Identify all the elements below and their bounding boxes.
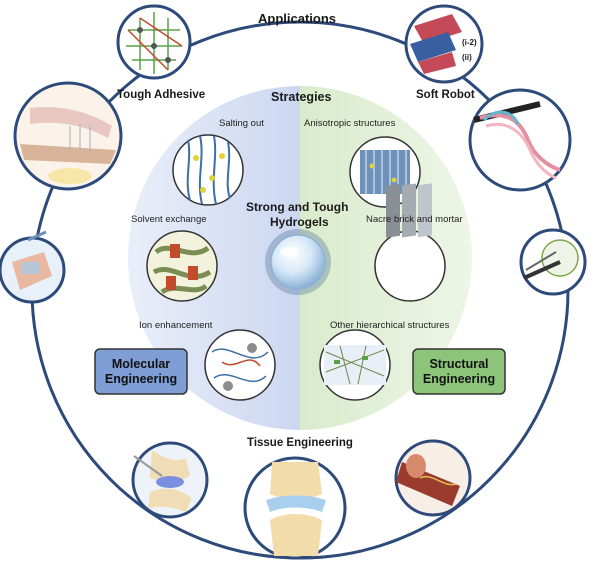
structural-engineering-box bbox=[412, 348, 506, 395]
salting-out-illustration bbox=[172, 134, 244, 206]
soft-robot-layers-illustration bbox=[404, 4, 484, 84]
soft-robot-annotation-i2: (i-2) bbox=[462, 38, 477, 47]
anisotropic-label: Anisotropic structures bbox=[304, 118, 396, 129]
structural-line1: Structural bbox=[429, 356, 489, 371]
hierarchical-label: Other hierarchical structures bbox=[330, 320, 450, 331]
hand-gel-illustration bbox=[0, 230, 66, 304]
solvent-exchange-illustration bbox=[146, 230, 218, 302]
knee-injection-illustration bbox=[131, 441, 209, 519]
adhesive-film-illustration bbox=[13, 81, 123, 191]
structural-line2: Engineering bbox=[422, 371, 496, 386]
tough-adhesive-label: Tough Adhesive bbox=[117, 89, 206, 101]
salting-out-label: Salting out bbox=[219, 118, 264, 129]
solvent-exchange-label: Solvent exchange bbox=[131, 214, 207, 225]
knee-joint-illustration bbox=[243, 456, 347, 560]
applications-title: Applications bbox=[258, 11, 337, 26]
soft-robot-annotation-ii: (ii) bbox=[462, 53, 472, 62]
molecular-line1: Molecular bbox=[111, 356, 171, 371]
ion-enhancement-illustration bbox=[204, 329, 276, 401]
nacre-brick-label: Nacre brick and mortar bbox=[366, 214, 463, 225]
soft-robot-label: Soft Robot bbox=[416, 89, 475, 101]
wearable-sensor-illustration bbox=[519, 228, 587, 296]
center-title-line1: Strong and Tough bbox=[246, 200, 349, 214]
molecular-line2: Engineering bbox=[104, 371, 178, 386]
ion-enhancement-label: Ion enhancement bbox=[139, 320, 213, 331]
nacre-brick-illustration bbox=[374, 183, 446, 302]
tough-adhesive-network-illustration bbox=[116, 4, 192, 80]
center-title-line2: Hydrogels bbox=[270, 215, 329, 229]
tissue-engineering-label: Tissue Engineering bbox=[247, 437, 353, 449]
strategies-title: Strategies bbox=[271, 90, 332, 104]
soft-robot-gripper-illustration bbox=[468, 88, 572, 192]
blood-vessel-illustration bbox=[394, 439, 472, 517]
molecular-engineering-box bbox=[94, 348, 188, 395]
hydrogel-bubble-icon bbox=[265, 229, 331, 295]
hierarchical-illustration bbox=[319, 329, 391, 401]
